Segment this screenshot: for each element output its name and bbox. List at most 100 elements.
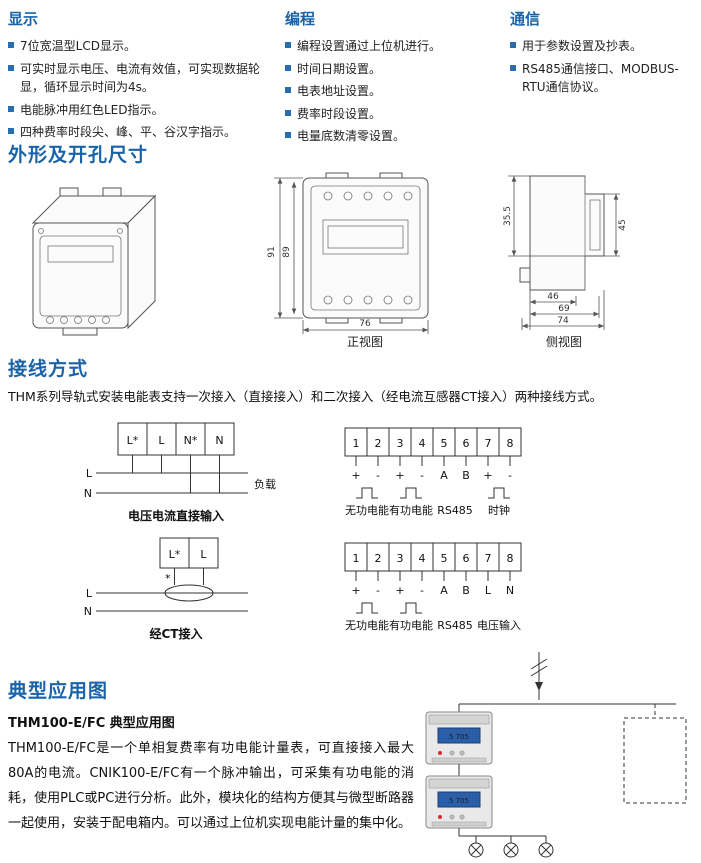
application-diagram: 5 705 5 705 (425, 652, 687, 858)
side-view-drawing: 35.5 45 46 69 74 侧视图 (503, 175, 628, 349)
lcd-screen (437, 791, 481, 808)
terminal-number: 2 (375, 437, 382, 450)
lcd-text: 5 705 (449, 797, 469, 805)
group-label-rs485: RS485 (437, 504, 473, 517)
group-label-reactive: 无功电能 (345, 503, 389, 517)
feature-text: 电量底数清零设置。 (297, 129, 406, 144)
ct-star-mark: * (165, 572, 171, 585)
feature-text: 四种费率时段尖、峰、平、谷汉字指示。 (20, 125, 237, 140)
led-icon (438, 815, 442, 819)
dim-76-label: 76 (359, 319, 371, 329)
feature-text: 电表地址设置。 (297, 84, 382, 99)
feature-item: RS485通信接口、MODBUS-RTU通信协议。 (510, 60, 695, 97)
polarity-label: N (506, 584, 514, 597)
front-view-label: 正视图 (347, 334, 383, 349)
feature-col-programming: 编程 编程设置通过上位机进行。 时间日期设置。 电表地址设置。 费率时段设置。 … (285, 8, 500, 150)
feature-col-display: 显示 7位宽温型LCD显示。 可实时显示电压、电流有效值，可实现数据轮显，循环显… (8, 8, 278, 146)
bullet-icon (510, 42, 516, 48)
terminal-number: 6 (463, 552, 470, 565)
arrow-down-icon (535, 682, 543, 691)
feature-item: 电量底数清零设置。 (285, 127, 500, 146)
bullet-icon (8, 64, 14, 71)
ct-caption: 经CT接入 (150, 626, 203, 641)
polarity-label: - (376, 469, 380, 482)
feature-item: 7位宽温型LCD显示。 (8, 37, 278, 56)
section-title-dimensions: 外形及开孔尺寸 (8, 144, 149, 166)
terminal-block-2: 1 2 3 4 5 6 7 8 + - + - A B L N 无功电能 有功电… (344, 542, 522, 632)
feature-item: 电能脉冲用红色LED指示。 (8, 101, 278, 120)
terminal-label: L* (169, 548, 181, 561)
wiring-diagrams: L* L N* N L N 负载 电压电流直接输入 1 2 3 4 5 6 7 … (84, 422, 522, 641)
lamp-icon (503, 842, 519, 858)
polarity-label: + (351, 469, 360, 482)
feature-item: 用于参数设置及抄表。 (510, 37, 695, 56)
section-title-wiring: 接线方式 (8, 358, 89, 380)
feature-list: 7位宽温型LCD显示。 可实时显示电压、电流有效值，可实现数据轮显，循环显示时间… (8, 37, 278, 142)
terminal-number: 3 (397, 437, 404, 450)
line-l-label: L (86, 587, 93, 600)
meter-graphic: 5 705 (425, 711, 493, 765)
direct-caption: 电压电流直接输入 (128, 508, 224, 523)
line-l-label: L (86, 467, 93, 480)
feature-text: 编程设置通过上位机进行。 (297, 39, 442, 53)
polarity-label: L (485, 584, 492, 597)
ct-wiring-diagram: L* L * L N 经CT接入 (84, 537, 248, 641)
break-icon (530, 658, 548, 677)
polarity-label: A (440, 584, 448, 597)
supply-line (458, 652, 676, 712)
group-label-clock: 时钟 (488, 503, 510, 517)
feature-col-title: 通信 (510, 10, 541, 28)
feature-col-title: 编程 (285, 10, 316, 28)
lcd-text: 5 705 (449, 733, 469, 741)
feature-item: 电表地址设置。 (285, 82, 500, 101)
polarity-label: + (351, 584, 360, 597)
feature-item: 可实时显示电压、电流有效值，可实现数据轮显，循环显示时间为4s。 (8, 60, 278, 97)
polarity-label: + (395, 469, 404, 482)
terminal-number: 3 (397, 552, 404, 565)
bullet-icon (285, 87, 291, 94)
bullet-icon (285, 109, 291, 116)
feature-text: 可实时显示电压、电流有效值，可实现数据轮显，循环显示时间为4s。 (20, 61, 261, 95)
terminal-number: 4 (419, 437, 426, 450)
polarity-label: + (395, 584, 404, 597)
feature-text: 用于参数设置及抄表。 (522, 39, 643, 53)
led-icon (438, 751, 442, 755)
terminal-label: N (215, 434, 223, 447)
dim-74-label: 74 (557, 316, 569, 326)
group-label-rs485: RS485 (437, 619, 473, 632)
terminal-label: L (200, 548, 207, 561)
pulse-icon (356, 602, 422, 614)
feature-text: 时间日期设置。 (297, 61, 382, 76)
expansion-dashed-box (623, 717, 687, 804)
line-n-label: N (84, 605, 92, 618)
bullet-icon (285, 132, 291, 139)
feature-text: 电能脉冲用红色LED指示。 (20, 102, 164, 117)
application-paragraph: THM100-E/FC是一个单相复费率有功电能计量表，可直接接入最大80A的电流… (8, 741, 414, 831)
group-label-reactive: 无功电能 (345, 618, 389, 632)
terminal-block-1: 1 2 3 4 5 6 7 8 + - + - A B + - 无功电能 有功电… (344, 427, 522, 517)
wiring-description: THM系列导轨式安装电能表支持一次接入（直接接入）和二次接入（经电流互感器CT接… (8, 389, 603, 404)
bullet-icon (285, 42, 291, 48)
feature-col-communication: 通信 用于参数设置及抄表。 RS485通信接口、MODBUS-RTU通信协议。 (510, 8, 695, 101)
terminal-number: 7 (485, 552, 492, 565)
side-view-label: 侧视图 (546, 334, 582, 349)
dim-35-5-label: 35.5 (503, 206, 513, 226)
feature-item: 费率时段设置。 (285, 105, 500, 124)
terminal-number: 5 (441, 437, 448, 450)
direct-wiring-diagram: L* L N* N L N 负载 电压电流直接输入 (84, 422, 276, 523)
load-label: 负载 (254, 477, 276, 491)
terminal-label: L (158, 434, 165, 447)
polarity-label: - (420, 469, 424, 482)
bullet-icon (510, 64, 516, 71)
dim-89-label: 89 (282, 246, 292, 258)
terminal-number: 1 (353, 437, 360, 450)
feature-item: 编程设置通过上位机进行。 (285, 37, 500, 56)
bullet-icon (285, 64, 291, 71)
polarity-label: B (462, 584, 470, 597)
bullet-icon (8, 128, 14, 135)
feature-item: 四种费率时段尖、峰、平、谷汉字指示。 (8, 123, 278, 142)
dim-46-label: 46 (547, 292, 559, 302)
perspective-view-drawing (31, 187, 157, 336)
polarity-label: - (420, 584, 424, 597)
